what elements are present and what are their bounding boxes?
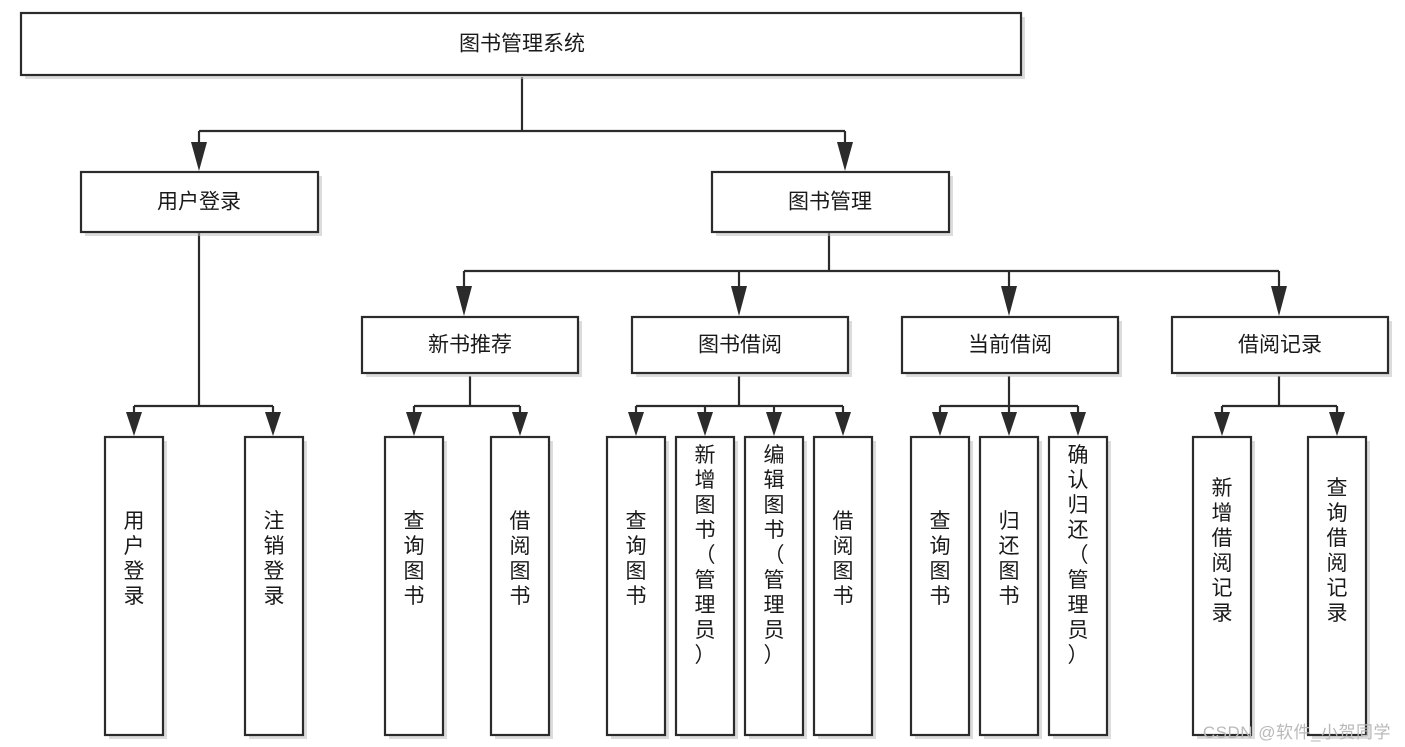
arrowhead-current-borrow — [1001, 286, 1017, 316]
leaf-8-box — [812, 435, 874, 737]
leaf-node-1[interactable]: 用户登录 — [103, 435, 167, 739]
leaf-node-6[interactable]: 新增图书（管理员） — [674, 435, 738, 739]
leaf-11-label: 确认归还（管理员） — [1068, 444, 1089, 667]
arrowhead-book-borrow — [731, 286, 747, 316]
book-borrowing-label: 图书借阅 — [698, 334, 782, 357]
node-new-book-recommendation[interactable]: 新书推荐 — [360, 315, 582, 377]
leaf-4-box — [489, 435, 551, 737]
leaf-7-label: 编辑图书（管理员） — [764, 444, 785, 667]
connector-layer — [126, 77, 1345, 436]
leaf-6-label: 新增图书（管理员） — [695, 444, 716, 667]
leaf-12-box — [1191, 435, 1253, 737]
leaf-8-label: 借阅图书 — [833, 510, 854, 608]
leaf-node-3[interactable]: 查询图书 — [383, 435, 447, 739]
leaf-2-box — [243, 435, 305, 737]
csdn-watermark: CSDN @软件_小贺同学 — [1202, 723, 1391, 742]
leaf-node-8[interactable]: 借阅图书 — [812, 435, 876, 739]
arrowhead-user-login — [191, 142, 207, 171]
node-borrowing-record[interactable]: 借阅记录 — [1170, 315, 1392, 377]
leaf-node-9[interactable]: 查询图书 — [909, 435, 973, 739]
leaf-node-10[interactable]: 归还图书 — [978, 435, 1042, 739]
leaf-13-box — [1306, 435, 1368, 737]
leaf-7-box — [743, 435, 805, 737]
book-borrowing-box — [630, 315, 850, 375]
leaf-5-label: 查询图书 — [626, 510, 647, 608]
arrowhead-leaf-2 — [265, 412, 281, 436]
borrowing-record-label: 借阅记录 — [1238, 334, 1322, 357]
node-root-book-management-system[interactable]: 图书管理系统 — [19, 11, 1025, 79]
new-book-rec-label: 新书推荐 — [428, 334, 512, 357]
node-book-borrowing[interactable]: 图书借阅 — [630, 315, 852, 377]
book-management-label: 图书管理 — [788, 191, 872, 214]
arrowhead-leaf-6 — [697, 412, 713, 436]
leaf-9-label: 查询图书 — [930, 510, 951, 608]
leaf-11-box — [1047, 435, 1109, 737]
arrowhead-leaf-10 — [1001, 412, 1017, 436]
arrowhead-leaf-13 — [1329, 412, 1345, 436]
node-current-borrowing[interactable]: 当前借阅 — [900, 315, 1122, 377]
leaf-10-label: 归还图书 — [999, 510, 1020, 608]
leaf-3-label: 查询图书 — [404, 510, 425, 608]
current-borrowing-label: 当前借阅 — [968, 334, 1052, 357]
leaf-5-box — [605, 435, 667, 737]
arrowhead-book-manage — [837, 142, 853, 171]
leaf-3-box — [383, 435, 445, 737]
leaf-node-5[interactable]: 查询图书 — [605, 435, 669, 739]
leaf-node-13[interactable]: 查询借阅记录 — [1306, 435, 1370, 739]
leaf-2-label: 注销登录 — [264, 510, 285, 608]
leaf-4-label: 借阅图书 — [510, 510, 531, 608]
leaf-node-group: 用户登录 注销登录 查询图书 借阅图书 查询图书 — [103, 435, 1370, 739]
arrowhead-leaf-1 — [126, 412, 142, 436]
arrowhead-borrow-record — [1271, 286, 1287, 316]
user-login-box — [79, 170, 320, 234]
arrowhead-new-book-rec — [456, 286, 472, 316]
arrowhead-leaf-7 — [766, 412, 782, 436]
book-management-box — [710, 170, 951, 234]
leaf-node-2[interactable]: 注销登录 — [243, 435, 307, 739]
leaf-6-box — [674, 435, 736, 737]
current-borrowing-box — [900, 315, 1120, 375]
leaf-node-12[interactable]: 新增借阅记录 — [1191, 435, 1255, 739]
new-book-rec-box — [360, 315, 580, 375]
leaf-12-label: 新增借阅记录 — [1212, 477, 1233, 625]
arrowhead-leaf-5 — [628, 412, 644, 436]
root-box — [19, 11, 1023, 77]
leaf-node-4[interactable]: 借阅图书 — [489, 435, 553, 739]
borrowing-record-box — [1170, 315, 1390, 375]
leaf-node-7[interactable]: 编辑图书（管理员） — [743, 435, 807, 739]
leaf-9-box — [909, 435, 971, 737]
root-label: 图书管理系统 — [459, 33, 585, 56]
arrowhead-leaf-9 — [932, 412, 948, 436]
arrowhead-leaf-11 — [1070, 412, 1086, 436]
leaf-node-11[interactable]: 确认归还（管理员） — [1047, 435, 1111, 739]
arrowhead-leaf-8 — [835, 412, 851, 436]
node-book-management[interactable]: 图书管理 — [710, 170, 953, 236]
leaf-13-label: 查询借阅记录 — [1327, 477, 1348, 625]
user-login-label: 用户登录 — [157, 191, 241, 214]
arrowhead-leaf-4 — [512, 412, 528, 436]
leaf-1-box — [103, 435, 165, 737]
arrowhead-leaf-3 — [406, 412, 422, 436]
leaf-1-label: 用户登录 — [124, 510, 145, 608]
leaf-10-box — [978, 435, 1040, 737]
node-user-login[interactable]: 用户登录 — [79, 170, 322, 236]
arrowhead-leaf-12 — [1214, 412, 1230, 436]
